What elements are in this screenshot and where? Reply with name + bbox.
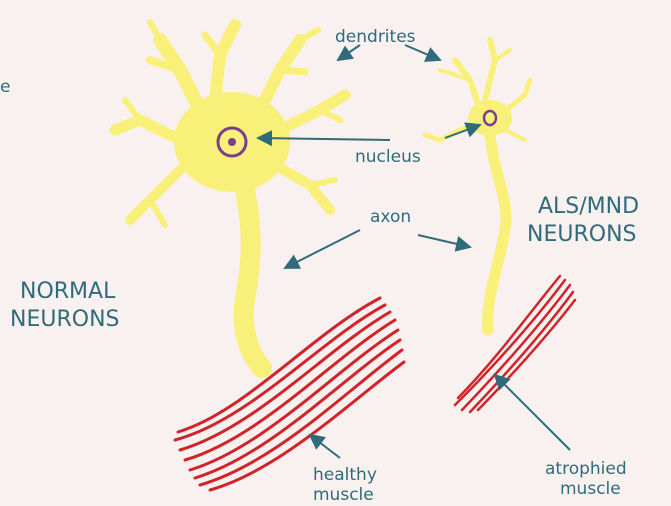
atrophied-muscle bbox=[455, 276, 575, 412]
label-als-line1: ALS/MND bbox=[538, 194, 639, 219]
als-soma bbox=[468, 100, 512, 136]
label-edge-fragment: e bbox=[0, 77, 10, 97]
annotation-arrows bbox=[258, 45, 570, 458]
healthy-muscle bbox=[175, 298, 404, 490]
label-normal-line2: NEURONS bbox=[10, 307, 119, 332]
label-nucleus: nucleus bbox=[355, 147, 421, 167]
arrow-dendrites-als bbox=[405, 45, 440, 60]
arrow-axon-normal bbox=[285, 230, 360, 268]
als-neuron bbox=[425, 40, 530, 330]
label-normal-line1: NORMAL bbox=[20, 279, 116, 304]
arrow-axon-als bbox=[418, 235, 470, 247]
normal-neuron bbox=[115, 22, 345, 368]
label-dendrites: dendrites bbox=[335, 27, 416, 47]
label-healthy-line1: healthy bbox=[313, 465, 377, 485]
arrow-atrophied-muscle bbox=[495, 375, 570, 450]
label-atrophied-line2: muscle bbox=[560, 479, 621, 499]
arrow-dendrites-normal bbox=[338, 45, 360, 60]
label-axon: axon bbox=[370, 207, 411, 227]
arrow-healthy-muscle bbox=[310, 435, 340, 458]
label-atrophied-line1: atrophied bbox=[545, 459, 627, 479]
label-healthy-line2: muscle bbox=[313, 485, 374, 505]
label-als-line2: NEURONS bbox=[527, 222, 636, 247]
